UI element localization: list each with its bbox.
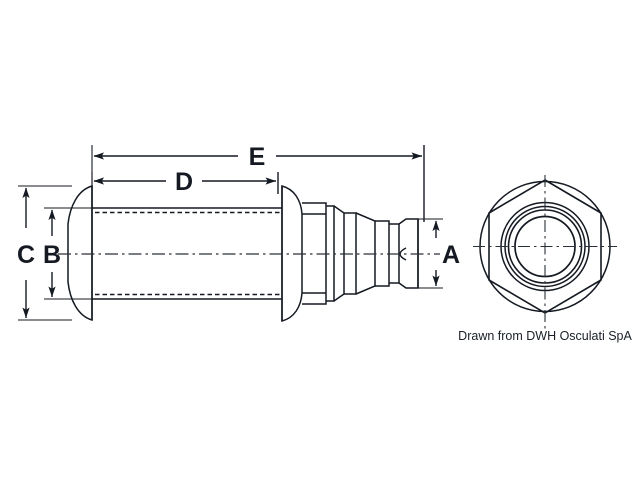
dimension-label-B: B [43,241,61,269]
dimension-B [44,207,94,300]
hidden-bore-lines [95,211,282,296]
dimension-E [91,145,425,222]
dimension-label-C: C [17,241,35,269]
dimension-D [91,172,279,194]
dimension-C [18,185,72,321]
mushroom-head-flange [67,185,93,321]
dimension-label-D: D [175,168,193,196]
end-view-centerlines [473,175,617,330]
barb-ridge-1 [344,212,357,295]
dimension-A [416,218,443,289]
dimension-label-E: E [249,143,266,171]
dimension-label-A: A [442,241,460,269]
drawing-caption: Drawn from DWH Osculati SpA [458,329,632,343]
